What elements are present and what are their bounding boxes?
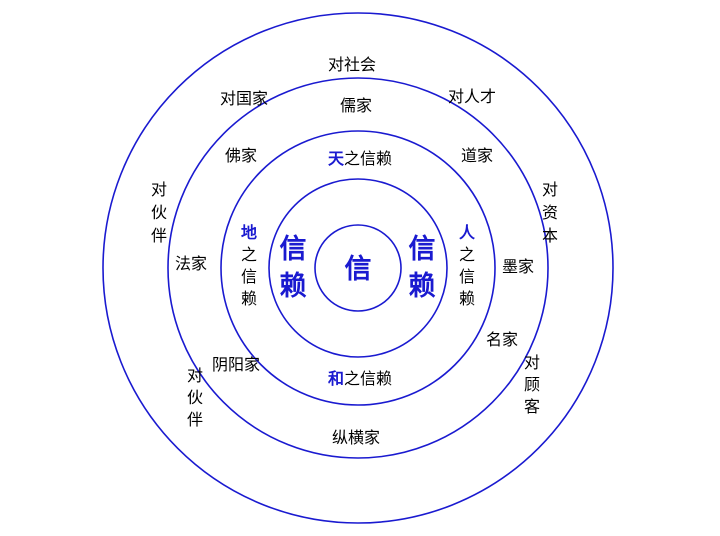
core-label: 信 [345, 254, 372, 285]
outer-partner-left-3: 伴 [151, 226, 167, 245]
school-mo: 墨家 [502, 257, 534, 276]
heaven-trust-label: 天之信赖 [328, 149, 392, 168]
school-yinyang: 阴阳家 [212, 355, 260, 374]
school-fo: 佛家 [225, 146, 257, 165]
school-ru: 儒家 [340, 96, 372, 115]
school-fa: 法家 [175, 254, 207, 273]
ring-dimensions [220, 130, 496, 406]
outer-capital-2: 资 [542, 203, 558, 222]
earth-char-3: 信 [241, 267, 257, 286]
harmony-trust-label: 和之信赖 [328, 369, 392, 388]
outer-partner-bottom-3: 伴 [187, 410, 203, 429]
outer-partner-bottom-2: 伙 [187, 388, 203, 407]
outer-society: 对社会 [328, 55, 376, 74]
outer-customer-2: 顾 [524, 375, 540, 394]
inner-right-char-2: 赖 [409, 271, 436, 302]
ring-inner [268, 178, 448, 358]
harmony-rest-text: 之信赖 [344, 369, 392, 388]
inner-left-char-2: 赖 [280, 271, 307, 302]
earth-char-4: 赖 [241, 289, 257, 308]
people-char-2: 之 [459, 245, 475, 264]
outer-partner-left-1: 对 [151, 180, 167, 199]
outer-partner-left-2: 伙 [151, 203, 167, 222]
people-char-3: 信 [459, 267, 475, 286]
outer-capital-3: 本 [542, 226, 558, 245]
ring-outermost [102, 12, 614, 524]
inner-right-char-1: 信 [409, 234, 436, 265]
outer-customer-1: 对 [524, 353, 540, 372]
inner-left-char-1: 信 [280, 234, 307, 265]
school-ming: 名家 [486, 330, 518, 349]
outer-partner-bottom-1: 对 [187, 366, 203, 385]
ring-core [314, 224, 402, 312]
people-key-char: 人 [459, 223, 476, 242]
ring-schools [167, 77, 549, 459]
earth-key-char: 地 [241, 223, 257, 242]
outer-nation: 对国家 [220, 89, 268, 108]
harmony-key-char: 和 [328, 369, 344, 388]
heaven-key-char: 天 [328, 149, 345, 168]
school-dao: 道家 [461, 146, 493, 165]
people-char-4: 赖 [459, 289, 475, 308]
heaven-rest-text: 之信赖 [344, 149, 392, 168]
outer-customer-3: 客 [524, 397, 540, 416]
outer-talent: 对人才 [448, 87, 496, 106]
outer-capital-1: 对 [542, 180, 558, 199]
school-zongheng: 纵横家 [332, 428, 380, 447]
earth-char-2: 之 [241, 245, 257, 264]
